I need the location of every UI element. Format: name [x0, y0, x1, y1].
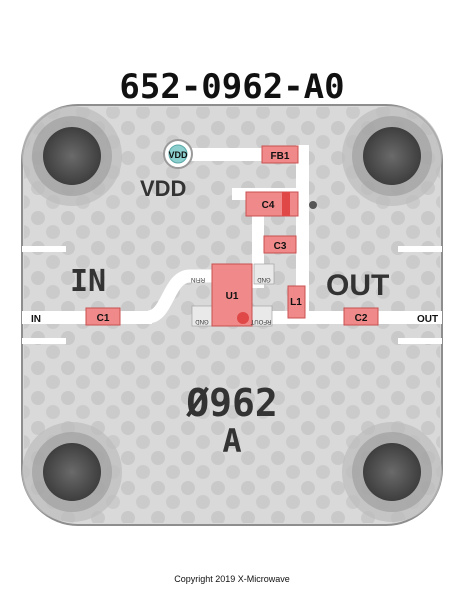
part-number-title: 652-0962-A0: [119, 67, 344, 107]
pin-label-rfout: RFOUT: [250, 318, 271, 324]
vdd-pad[interactable]: [163, 139, 193, 169]
pin-label-rfin: RFIN: [191, 276, 205, 282]
copyright-text: Copyright 2019 X-Microwave: [174, 574, 290, 584]
component-c1-label: C1: [97, 313, 110, 324]
mounting-hole-top-right: [342, 106, 442, 206]
component-u1-label: U1: [226, 291, 239, 302]
component-c1[interactable]: [85, 307, 121, 326]
component-fb1[interactable]: [261, 145, 299, 164]
right-gap-top: [398, 246, 442, 252]
in-port-label: IN: [31, 314, 41, 325]
pin-label-gnd-top: GND: [257, 276, 271, 282]
component-c4[interactable]: [245, 191, 299, 217]
test-point: [309, 201, 317, 209]
out-port-label: OUT: [417, 314, 438, 325]
component-u1[interactable]: [211, 263, 253, 327]
mounting-hole-bottom-left: [22, 422, 122, 522]
component-c2-label: C2: [355, 313, 368, 324]
component-fb1-label: FB1: [271, 151, 290, 162]
mounting-hole-top-left: [22, 106, 122, 206]
vdd-silk-label: VDD: [140, 176, 186, 201]
mounting-hole-bottom-right: [342, 422, 442, 522]
vdd-pad-label: VDD: [168, 150, 188, 160]
left-gap-top: [22, 246, 66, 252]
revision-label: A: [222, 422, 241, 460]
gnd-pad-top: [253, 263, 275, 285]
out-silk-label: OUT: [326, 269, 389, 302]
component-c4-label: C4: [262, 200, 275, 211]
component-l1[interactable]: [287, 285, 306, 319]
pin-label-gnd-bottom: GND: [195, 318, 209, 324]
left-gap-bottom: [22, 338, 66, 344]
in-silk-label: IN: [70, 264, 106, 299]
component-c2[interactable]: [343, 307, 379, 326]
board-id-label: Ø962: [185, 381, 278, 425]
component-c3[interactable]: [263, 235, 297, 254]
component-l1-label: L1: [290, 297, 302, 308]
component-c3-label: C3: [274, 241, 287, 252]
right-gap-bottom: [398, 338, 442, 344]
